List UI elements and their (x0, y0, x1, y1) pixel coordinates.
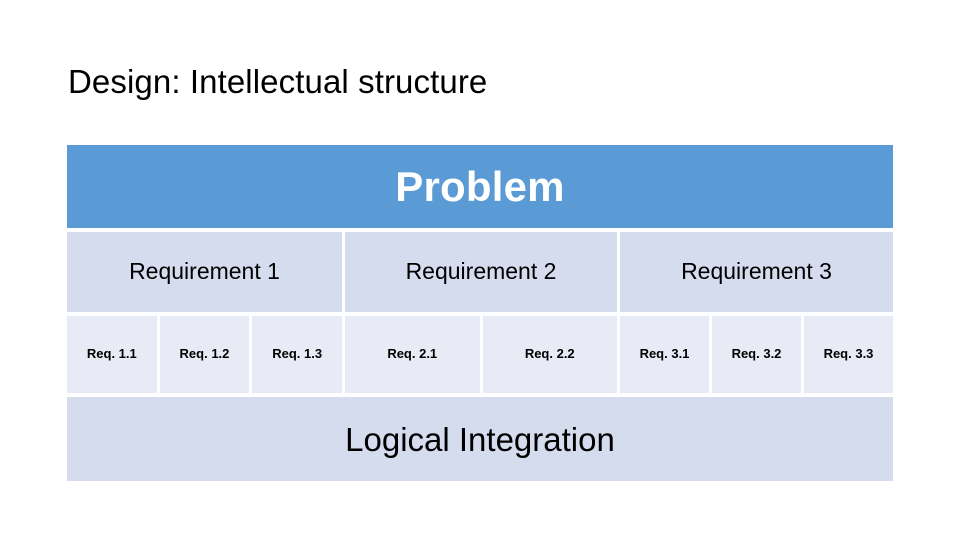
requirement-cell-1[interactable]: Requirement 1 (67, 232, 342, 312)
requirement-label-2: Requirement 2 (405, 258, 557, 285)
sub-requirement-row: Req. 1.1 Req. 1.2 Req. 1.3 Req. 2.1 Req.… (67, 316, 893, 393)
problem-header-label: Problem (395, 162, 565, 210)
sub-requirement-cell-3-3[interactable]: Req. 3.3 (804, 316, 893, 393)
requirement-cell-2[interactable]: Requirement 2 (345, 232, 617, 312)
sub-requirement-group-2: Req. 2.1 Req. 2.2 (345, 316, 617, 393)
sub-requirement-label-1-3: Req. 1.3 (272, 346, 323, 362)
sub-requirement-cell-2-2[interactable]: Req. 2.2 (482, 316, 617, 393)
requirement-row: Requirement 1 Requirement 2 Requirement … (67, 232, 893, 312)
requirement-cell-3[interactable]: Requirement 3 (620, 232, 893, 312)
sub-requirement-cell-1-3[interactable]: Req. 1.3 (252, 316, 342, 393)
sub-requirement-cell-3-1[interactable]: Req. 3.1 (620, 316, 709, 393)
sub-requirement-cell-3-2[interactable]: Req. 3.2 (712, 316, 801, 393)
logical-integration-label: Logical Integration (345, 420, 615, 458)
sub-requirement-group-1: Req. 1.1 Req. 1.2 Req. 1.3 (67, 316, 342, 393)
sub-requirement-label-3-1: Req. 3.1 (639, 346, 690, 362)
logical-integration-band: Logical Integration (67, 397, 893, 481)
intellectual-structure-diagram: Problem Requirement 1 Requirement 2 Requ… (67, 145, 893, 481)
sub-requirement-label-2-2: Req. 2.2 (524, 346, 575, 362)
sub-requirement-cell-1-1[interactable]: Req. 1.1 (67, 316, 157, 393)
sub-requirement-cell-2-1[interactable]: Req. 2.1 (345, 316, 480, 393)
sub-requirement-cell-1-2[interactable]: Req. 1.2 (159, 316, 250, 393)
page-title: Design: Intellectual structure (68, 63, 488, 100)
sub-requirement-label-3-2: Req. 3.2 (731, 346, 782, 362)
sub-requirement-group-3: Req. 3.1 Req. 3.2 Req. 3.3 (620, 316, 893, 393)
requirement-label-3: Requirement 3 (681, 258, 832, 285)
sub-requirement-label-2-1: Req. 2.1 (387, 346, 438, 362)
sub-requirement-label-1-1: Req. 1.1 (86, 346, 137, 362)
sub-requirement-label-1-2: Req. 1.2 (179, 346, 230, 362)
requirement-label-1: Requirement 1 (129, 258, 280, 285)
sub-requirement-label-3-3: Req. 3.3 (823, 346, 874, 362)
problem-header-band: Problem (67, 145, 893, 228)
